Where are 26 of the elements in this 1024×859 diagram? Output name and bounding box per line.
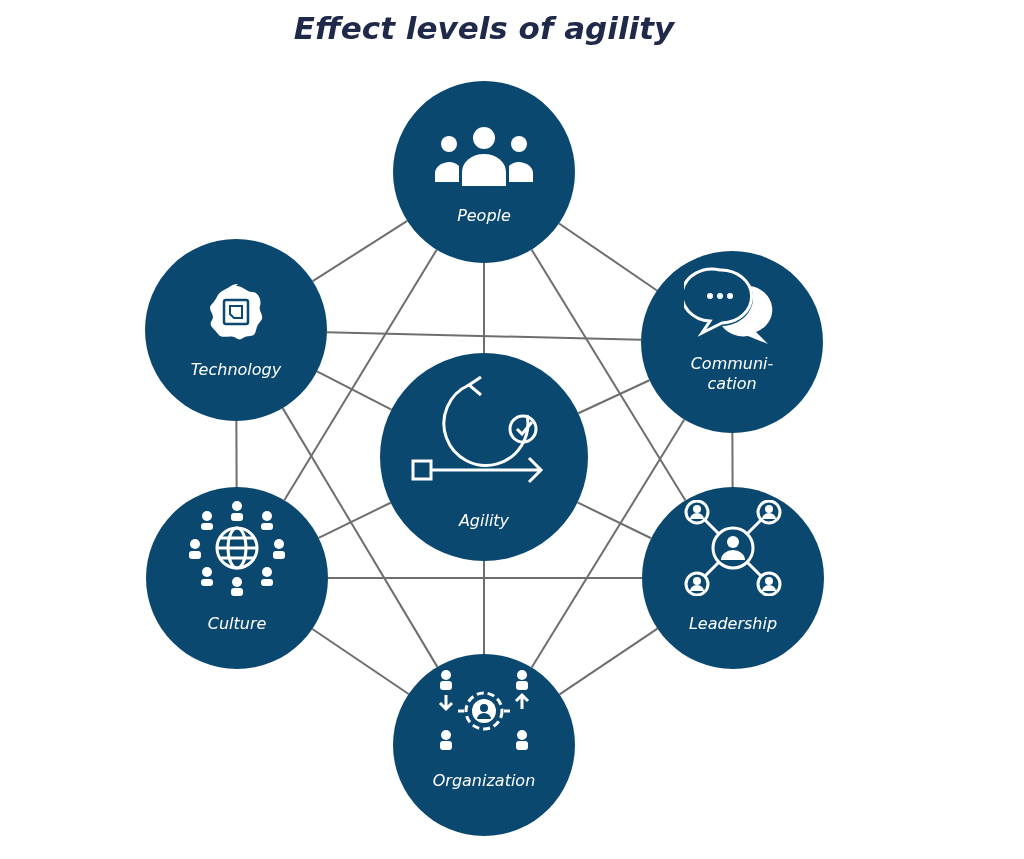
connector-line xyxy=(731,432,734,488)
connector-line xyxy=(577,379,651,415)
connector-line xyxy=(483,560,485,655)
connector-line xyxy=(530,418,686,669)
title: Effect levels of agility xyxy=(292,10,676,46)
node-label: People xyxy=(456,206,512,226)
node-label: Leadership xyxy=(687,614,779,634)
connector-line xyxy=(483,262,485,354)
connector-line xyxy=(317,501,392,539)
node-label: Technology xyxy=(189,360,283,380)
node-label: Culture xyxy=(206,614,268,634)
connector-line xyxy=(316,370,393,411)
connector-line xyxy=(576,501,653,540)
connector-line xyxy=(530,248,687,502)
connector-line xyxy=(283,248,438,502)
connector-line xyxy=(281,407,439,668)
connector-line xyxy=(311,219,409,283)
connector-line xyxy=(311,627,410,696)
node-label: Organization xyxy=(431,771,537,791)
node-label: Communi- cation xyxy=(689,354,775,394)
connector-line xyxy=(558,627,659,696)
node-label: Agility xyxy=(457,511,511,531)
connector-line xyxy=(327,577,643,579)
connector-line xyxy=(235,420,238,488)
connector-line xyxy=(325,331,643,341)
connector-line xyxy=(558,222,658,292)
